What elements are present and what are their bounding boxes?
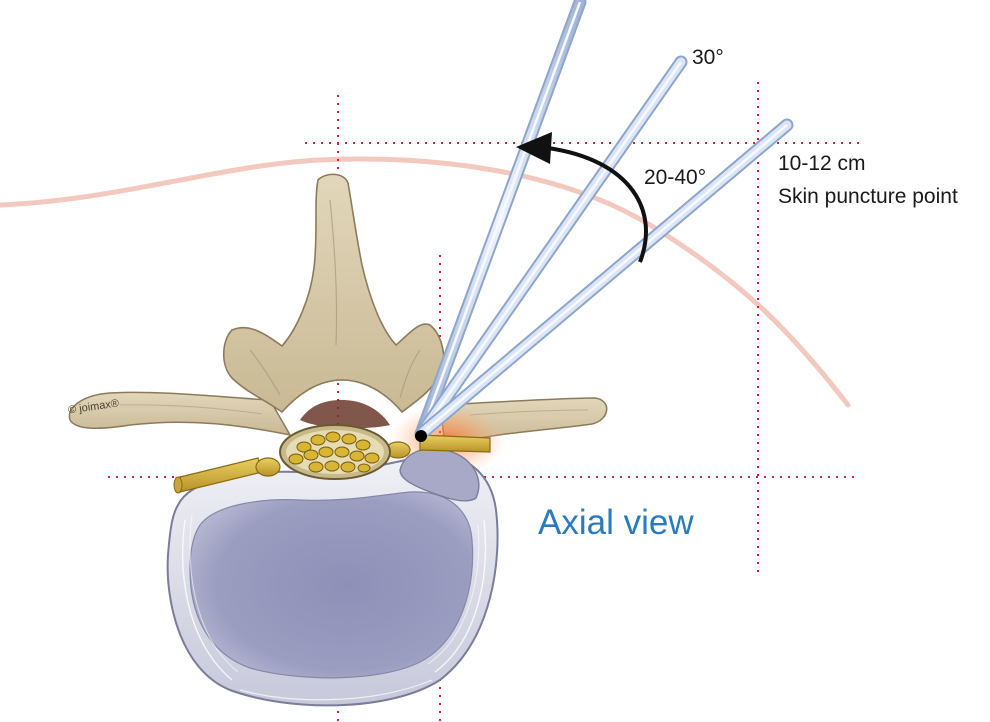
- skin-puncture-label: Skin puncture point: [778, 185, 958, 208]
- nerve-roots: [173, 434, 491, 494]
- vertebra-bone: [68, 173, 608, 446]
- curved-arrow-icon: [516, 132, 648, 263]
- spinous-process-lamina: [222, 173, 445, 414]
- skin-contour: [0, 156, 851, 408]
- disc-nucleus: [189, 491, 474, 679]
- needle-steep: [414, 0, 587, 441]
- right-nerve-root: [419, 434, 491, 453]
- needle-angle-label: 30°: [692, 46, 724, 69]
- spinal-canal: [300, 400, 390, 429]
- distance-label: 10-12 cm: [778, 152, 866, 175]
- left-transverse-process: [68, 391, 292, 437]
- needles: [414, 0, 794, 442]
- dural-sac: [279, 424, 391, 480]
- view-title: Axial view: [538, 503, 694, 542]
- intervertebral-disc: [166, 447, 499, 707]
- needle-shallow: [414, 118, 794, 441]
- angle-range-label: 20-40°: [644, 166, 707, 189]
- needle-tip-icon: [415, 430, 427, 442]
- needle-30deg: [414, 55, 688, 441]
